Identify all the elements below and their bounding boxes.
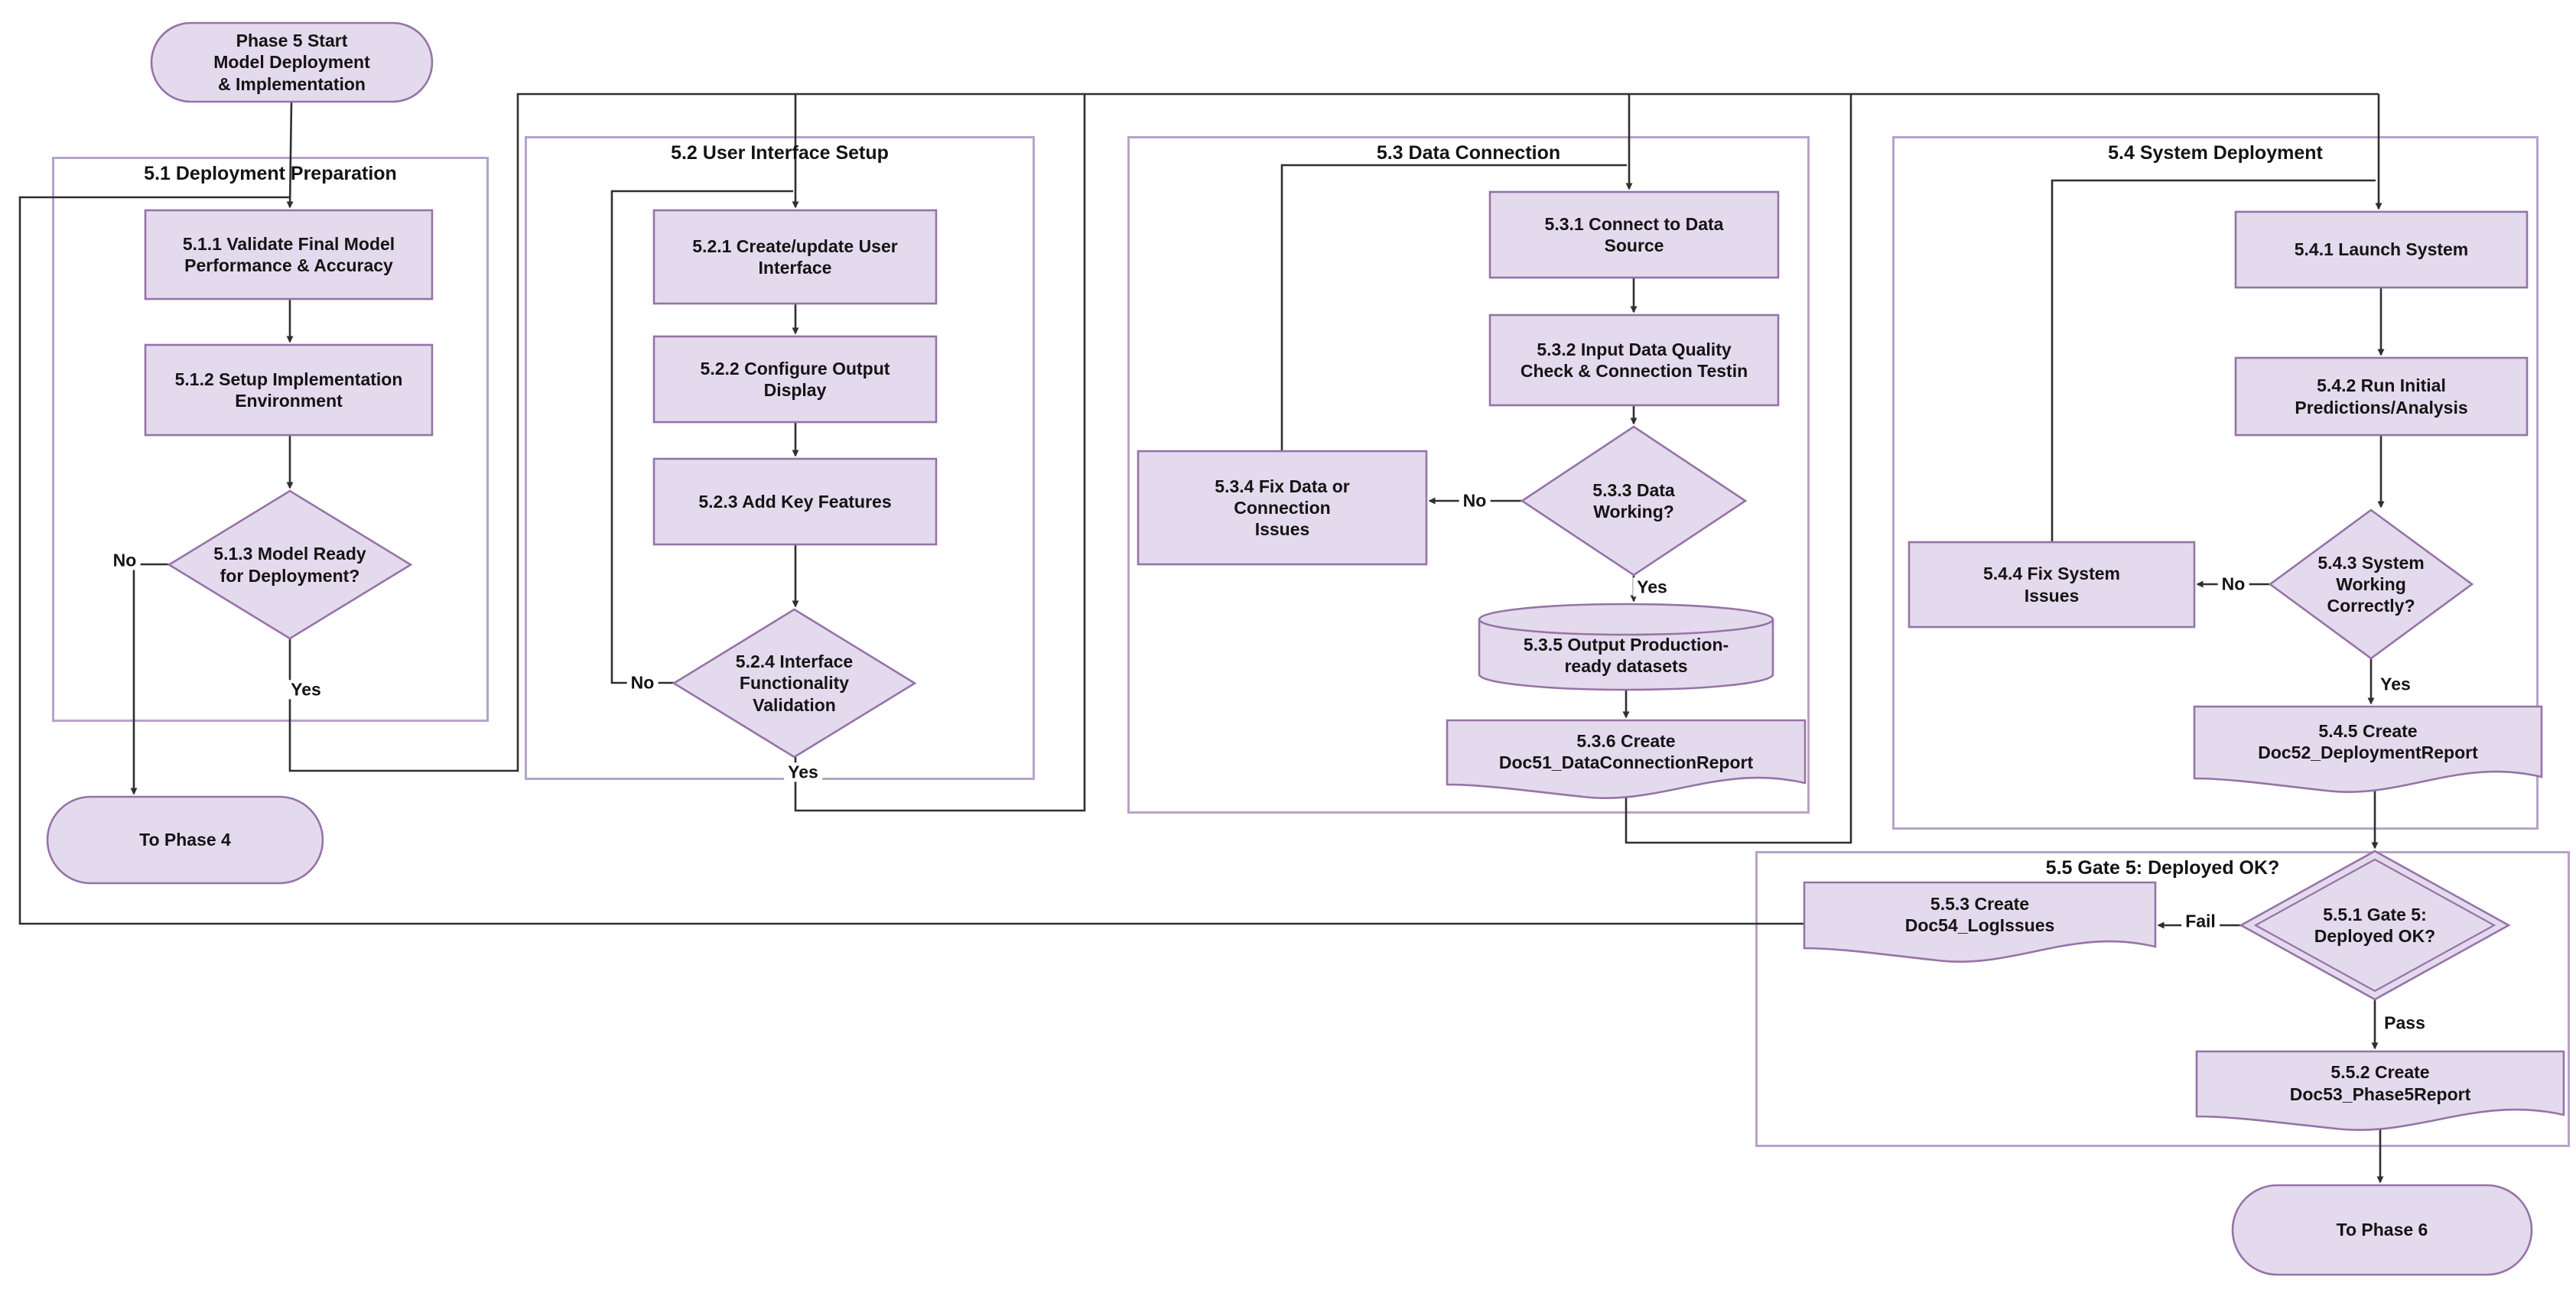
node-shape-p513: [167, 489, 413, 640]
node-shape-p552: [2195, 1050, 2565, 1131]
node-shape-to_phase4: [46, 795, 324, 885]
node-p536-label: 5.3.6 Create Doc51_DataConnectionReport: [1498, 730, 1754, 772]
node-p521-label: 5.2.1 Create/update User Interface: [692, 236, 898, 278]
node-p513-label: 5.1.3 Model Ready for Deployment?: [213, 544, 366, 586]
node-p545-label: 5.4.5 Create Doc52_DeploymentReport: [2258, 720, 2478, 762]
edge-5-1-3-yes-top-rail: [288, 93, 2379, 772]
node-p535-label: 5.3.5 Output Production- ready datasets: [1523, 634, 1729, 676]
container-c54: [1892, 136, 2539, 830]
node-p532-label: 5.3.2 Input Data Quality Check & Connect…: [1520, 339, 1748, 381]
node-to_phase6-label: To Phase 6: [2336, 1220, 2428, 1240]
edge-5-1-3-no: [130, 563, 169, 795]
node-p542-label: 5.4.2 Run Initial Predictions/Analysis: [2295, 375, 2468, 418]
node-shape-p533: [1520, 425, 1748, 577]
edge-label-yes3: Yes: [1633, 577, 1671, 597]
edge-label-pass: Pass: [2380, 1013, 2429, 1033]
node-p551-label: 5.5.1 Gate 5: Deployed OK?: [2314, 904, 2436, 946]
node-p511-label: 5.1.1 Validate Final Model Performance &…: [182, 233, 395, 275]
node-p533-label: 5.3.3 Data Working?: [1592, 479, 1675, 522]
edge-5-2-4-yes: [794, 94, 1086, 812]
node-p522-label: 5.2.2 Configure Output Display: [700, 358, 890, 400]
container-c52: [525, 136, 1035, 780]
node-shape-p542: [2234, 356, 2529, 437]
node-shape-p521: [652, 209, 938, 305]
node-shape-p543: [2268, 509, 2474, 660]
node-shape-p536: [1446, 719, 1807, 799]
node-shape-p544: [1908, 541, 2196, 629]
node-p543-label: 5.4.3 System Working Correctly?: [2317, 552, 2425, 616]
edge-fail-feedback: [18, 196, 1804, 925]
node-p523-label: 5.2.3 Add Key Features: [698, 491, 892, 512]
node-p541-label: 5.4.1 Launch System: [2294, 239, 2469, 260]
container-c55-title: 5.5 Gate 5: Deployed OK?: [2045, 857, 2280, 879]
edge-label-fail: Fail: [2181, 911, 2220, 931]
container-c51-title: 5.1 Deployment Preparation: [144, 163, 397, 184]
node-p534-label: 5.3.4 Fix Data or Connection Issues: [1215, 476, 1350, 540]
container-c53: [1127, 136, 1810, 814]
node-shape-p511: [144, 209, 434, 301]
node-shape-p551: [2239, 850, 2511, 1001]
edge-start-to-5-1-1: [286, 101, 294, 209]
edge-5-4-4-loop: [2051, 179, 2376, 542]
node-shape-p545: [2193, 705, 2543, 793]
edge-label-yes4: Yes: [2376, 674, 2415, 694]
node-p512-label: 5.1.2 Setup Implementation Environment: [174, 369, 403, 411]
edge-label-no4: No: [2217, 574, 2249, 594]
node-shape-p553: [1803, 881, 2157, 963]
node-shape-p532: [1488, 314, 1780, 407]
container-c52-title: 5.2 User Interface Setup: [671, 142, 889, 164]
edge-5-3-6-out: [1625, 94, 1852, 844]
node-to_phase4-label: To Phase 4: [139, 830, 231, 850]
node-shape-to_phase6: [2231, 1184, 2533, 1276]
node-shape-p534: [1137, 450, 1428, 566]
node-shape-start: [150, 21, 434, 103]
node-shape-p551-inner: [2253, 858, 2496, 993]
node-p531-label: 5.3.1 Connect to Data Source: [1544, 213, 1724, 255]
container-c55: [1755, 851, 2570, 1147]
edge-label-no3: No: [1459, 491, 1491, 511]
node-p524-label: 5.2.4 Interface Functionality Validation: [735, 651, 854, 715]
node-p552-label: 5.5.2 Create Doc53_Phase5Report: [2289, 1062, 2471, 1104]
node-shape-p531: [1488, 190, 1780, 279]
edge-label-no2: No: [626, 673, 659, 693]
node-start-label: Phase 5 Start Model Deployment & Impleme…: [213, 31, 370, 94]
node-shape-p512: [144, 343, 434, 437]
container-c53-title: 5.3 Data Connection: [1376, 142, 1561, 164]
edge-label-yes2: Yes: [784, 762, 822, 782]
node-p553-label: 5.5.3 Create Doc54_LogIssues: [1904, 893, 2055, 935]
node-shape-p522: [652, 335, 938, 424]
node-shape-p524: [672, 608, 917, 759]
container-c51: [52, 157, 489, 722]
container-c54-title: 5.4 System Deployment: [2108, 142, 2323, 164]
node-shape-p535: [1478, 619, 1774, 691]
node-shape-p541: [2234, 210, 2529, 289]
node-shape-p535-top: [1478, 603, 1774, 636]
node-shape-p523: [652, 457, 938, 546]
node-p544-label: 5.4.4 Fix System Issues: [1983, 564, 2120, 606]
edge-5-3-4-loop: [1280, 164, 1627, 451]
edge-label-yes1: Yes: [287, 680, 325, 700]
edge-label-no1: No: [109, 551, 141, 570]
